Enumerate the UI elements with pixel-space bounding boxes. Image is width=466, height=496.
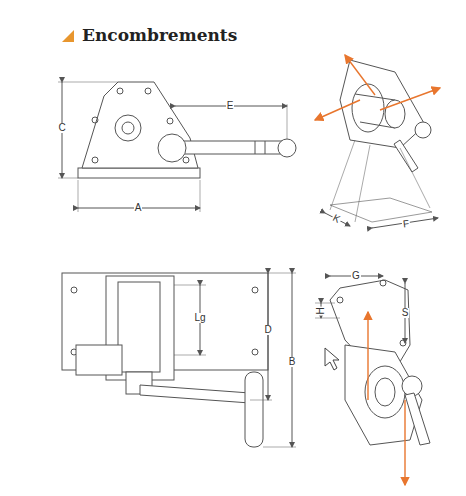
- section-title: Encombrements: [82, 27, 237, 44]
- dimension-label: K: [330, 213, 342, 226]
- title-marker: [62, 30, 74, 42]
- dimension-label: F: [401, 218, 410, 229]
- dimension-label: H: [316, 306, 326, 315]
- dimension-label: E: [226, 101, 235, 111]
- dimension-label: B: [288, 357, 297, 367]
- dimension-label: A: [134, 203, 143, 213]
- dimension-label: D: [263, 325, 272, 335]
- dimension-label: S: [401, 308, 410, 318]
- dimension-label: G: [351, 271, 361, 281]
- dimension-label: Lg: [193, 313, 206, 323]
- dimension-label: C: [57, 123, 66, 133]
